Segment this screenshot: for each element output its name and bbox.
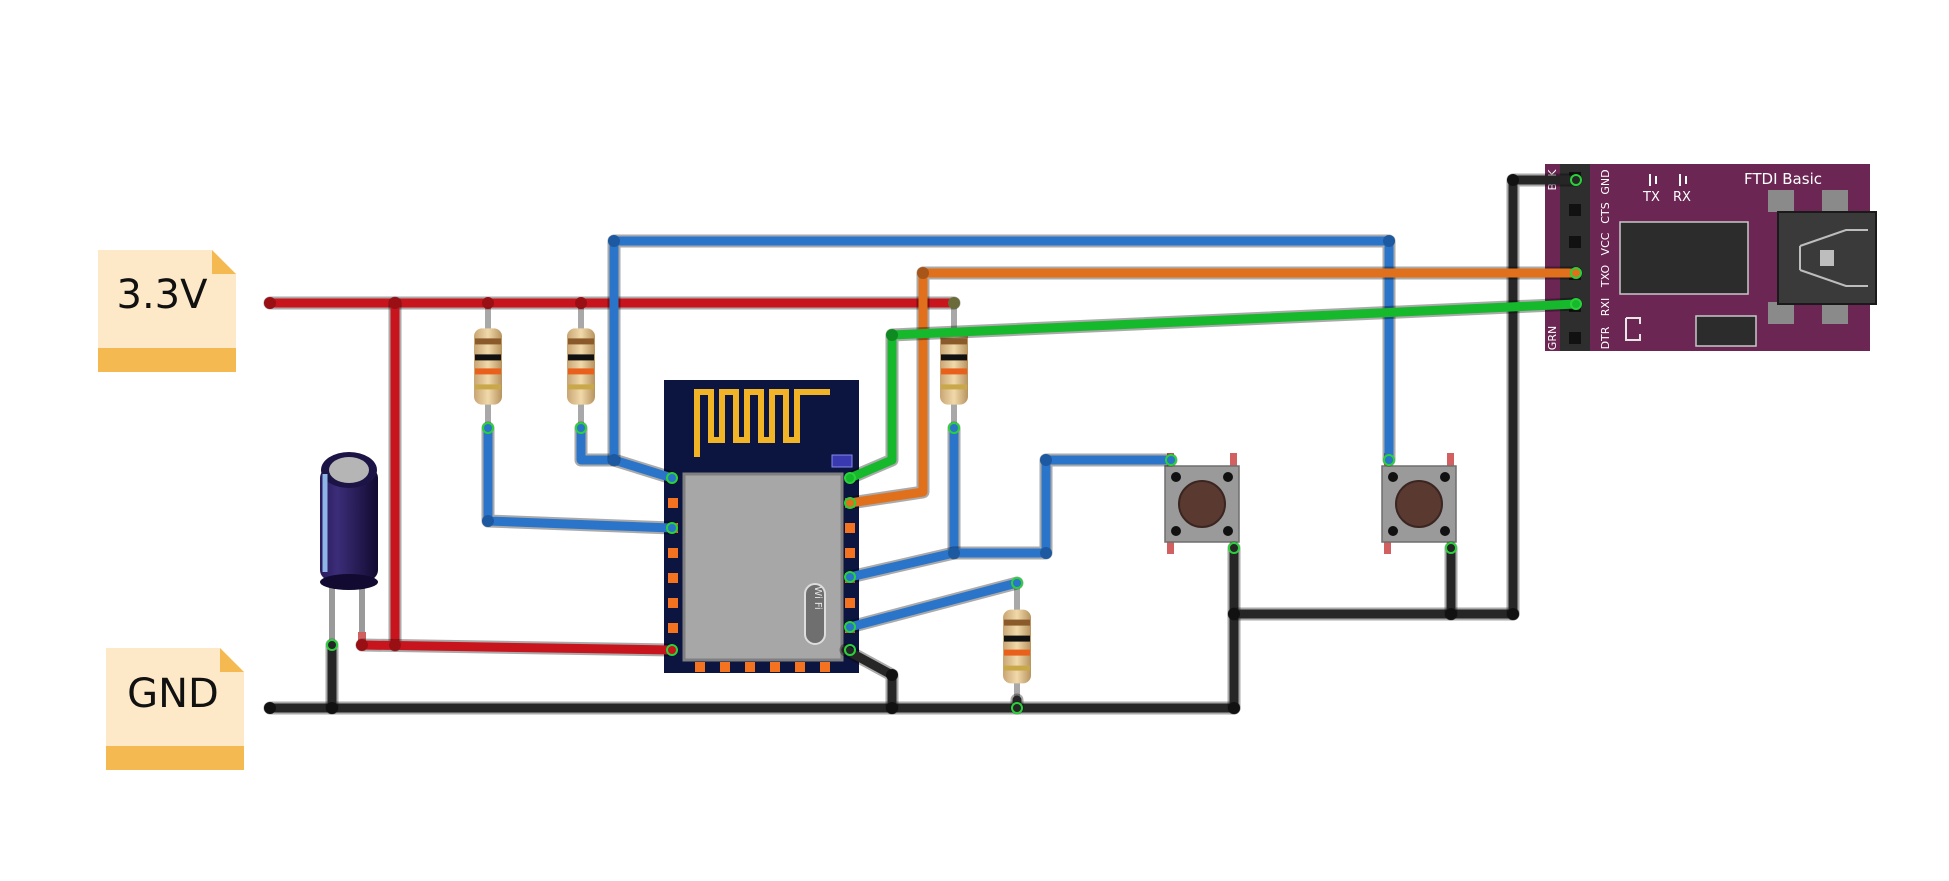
rx-wire[interactable] <box>845 299 1581 483</box>
wire-junction <box>1445 608 1457 620</box>
antenna-trace <box>694 389 830 457</box>
gnd-label: GND <box>106 648 244 770</box>
ftdi-pin-label: GRN <box>1546 326 1559 350</box>
wire-junction <box>886 329 898 341</box>
wire-junction <box>264 702 276 714</box>
ftdi-led-rx: RX <box>1673 190 1691 205</box>
ftdi-pin-label: DTR <box>1599 326 1612 349</box>
vcc-esp-wire[interactable] <box>357 640 677 655</box>
usb-tab <box>1822 302 1848 324</box>
esp8266-module: Wi Fi <box>664 380 859 673</box>
wire-junction <box>886 669 898 681</box>
vcc-label: 3.3V <box>98 250 236 372</box>
ftdi-pin-label: TXO <box>1599 265 1612 289</box>
connection-point[interactable] <box>326 639 338 651</box>
ftdi-pin-label: VCC <box>1599 232 1612 255</box>
esp-button1-wire-outline <box>843 453 1178 584</box>
wire-junction <box>948 547 960 559</box>
wifi-logo <box>804 583 826 645</box>
wire-junction <box>1228 608 1240 620</box>
ftdi-regulator <box>1695 315 1757 347</box>
ftdi-led-marks <box>1649 174 1687 186</box>
usb-tab <box>1768 302 1794 324</box>
tx-wire[interactable] <box>845 268 1581 508</box>
wire-junction <box>1507 174 1519 186</box>
ftdi-pin-label: GND <box>1599 169 1612 194</box>
connection-point[interactable] <box>844 644 856 656</box>
wire-junction <box>389 297 401 309</box>
ftdi-silk-cap <box>1625 317 1641 341</box>
connection-point[interactable] <box>1570 298 1582 310</box>
wire-junction <box>1383 235 1395 247</box>
wire-junction <box>482 515 494 527</box>
resistor-4 <box>1003 585 1031 708</box>
wires <box>263 173 1583 715</box>
connection-point[interactable] <box>1445 542 1457 554</box>
usb-socket-outline <box>1799 229 1868 287</box>
esp-led <box>831 454 853 468</box>
wire-junction <box>264 297 276 309</box>
connection-point[interactable] <box>844 571 856 583</box>
resistor-1 <box>474 303 502 430</box>
wire-junction <box>1507 608 1519 620</box>
wire-junction <box>948 297 960 309</box>
resistor-2 <box>567 303 595 430</box>
connection-point[interactable] <box>666 472 678 484</box>
wire-junction <box>1040 454 1052 466</box>
wifi-logo-text: Wi Fi <box>812 586 823 609</box>
connection-point[interactable] <box>1165 454 1177 466</box>
wire-junction <box>1228 702 1240 714</box>
wire-junction <box>482 297 494 309</box>
vcc-label-text: 3.3V <box>117 272 209 318</box>
resistors <box>474 303 1031 708</box>
wire-junction <box>886 702 898 714</box>
esp-pads-bottom <box>695 662 830 672</box>
esp-res4-wire[interactable] <box>845 578 1022 632</box>
wire-junction <box>608 454 620 466</box>
electrolytic-capacitor <box>320 452 378 648</box>
connection-point[interactable] <box>575 422 587 434</box>
top-button2-wire[interactable] <box>609 236 1394 465</box>
ftdi-led-tx: TX <box>1642 190 1660 205</box>
wire-junction <box>917 267 929 279</box>
ftdi-pin-label: RXI <box>1599 298 1612 316</box>
connection-point[interactable] <box>482 422 494 434</box>
wire-junction <box>575 297 587 309</box>
push-button-2[interactable] <box>1381 453 1457 554</box>
connection-point[interactable] <box>844 621 856 633</box>
wire-junction <box>356 639 368 651</box>
ftdi-pin-label: CTS <box>1599 202 1612 223</box>
resistor-3 <box>940 303 968 430</box>
wire-junction <box>326 702 338 714</box>
connection-point[interactable] <box>1570 267 1582 279</box>
wire-junction <box>608 235 620 247</box>
gnd-label-text: GND <box>127 671 219 717</box>
wire-junction <box>1040 547 1052 559</box>
wire-junction <box>389 639 401 651</box>
ftdi-header <box>1560 164 1590 351</box>
junctions <box>264 174 1582 714</box>
push-button-1[interactable] <box>1164 453 1240 554</box>
res2-esp-wire[interactable] <box>576 423 677 483</box>
connection-point[interactable] <box>1228 542 1240 554</box>
ftdi-chip <box>1619 221 1749 295</box>
ftdi-title: FTDI Basic <box>1744 170 1822 188</box>
usb-tab <box>1822 190 1848 212</box>
connection-point[interactable] <box>844 472 856 484</box>
connection-point[interactable] <box>1011 577 1023 589</box>
connection-point[interactable] <box>948 422 960 434</box>
connection-point[interactable] <box>1011 702 1023 714</box>
usb-tab <box>1768 190 1794 212</box>
connection-point[interactable] <box>1383 454 1395 466</box>
gnd-esp-wire[interactable] <box>841 645 897 713</box>
connection-point[interactable] <box>1570 174 1582 186</box>
connection-point[interactable] <box>844 497 856 509</box>
connection-point[interactable] <box>666 522 678 534</box>
connection-point[interactable] <box>666 644 678 656</box>
